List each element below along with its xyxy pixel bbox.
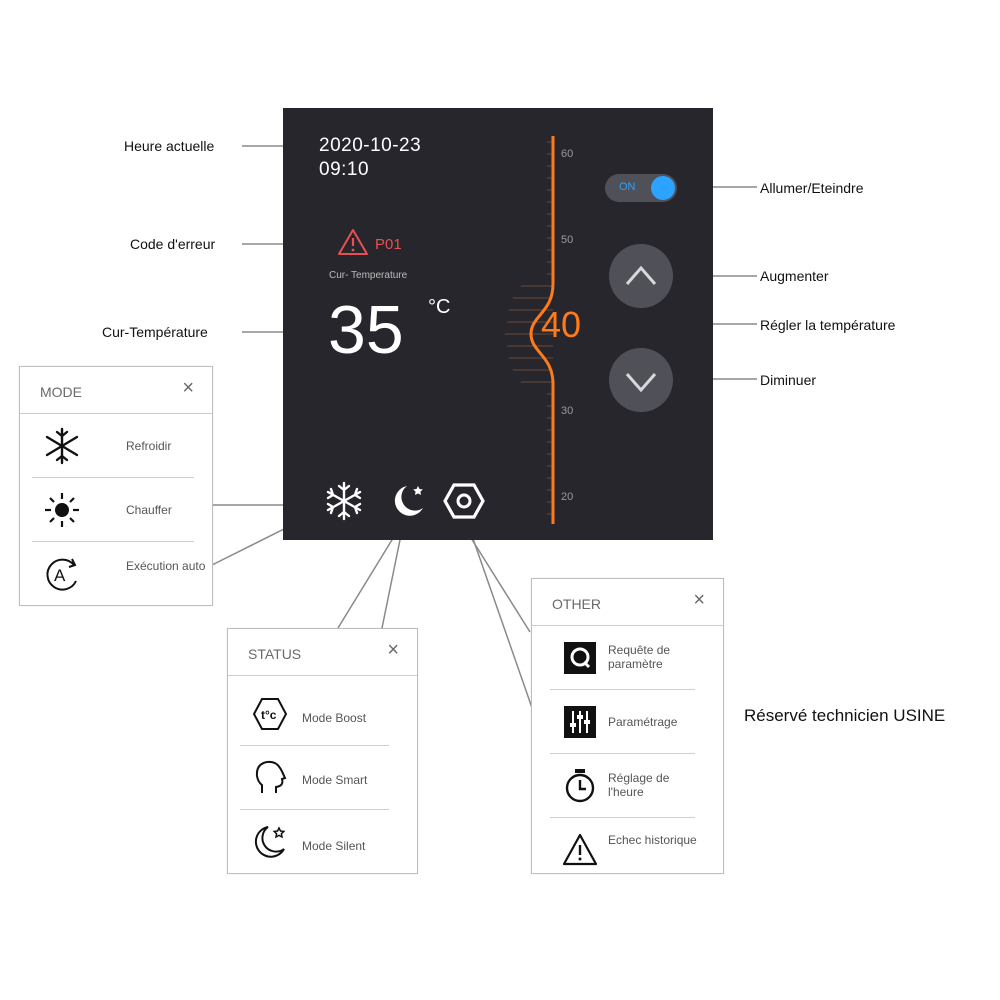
annotation-increase: Augmenter <box>760 268 829 284</box>
other-panel: OTHER × Requête de paramètre Paramétrage <box>531 578 724 874</box>
status-panel: STATUS × t°c Mode Boost Mode Smart Mode … <box>227 628 418 874</box>
cur-temp-label: Cur- Temperature <box>329 270 408 281</box>
temperature-unit: °C <box>428 296 451 318</box>
temperature-scale[interactable] <box>501 134 563 526</box>
decrease-button[interactable] <box>609 348 673 412</box>
annotation-decrease: Diminuer <box>760 372 817 388</box>
other-item-label: Paramétrage <box>608 715 678 729</box>
current-time: 09:10 <box>319 159 370 180</box>
set-temperature[interactable]: 40 <box>541 304 582 345</box>
status-panel-header: STATUS × <box>228 629 417 676</box>
error-code: P01 <box>375 236 402 253</box>
annotation-power: Allumer/Eteindre <box>760 180 864 196</box>
annotation-cur-temp: Cur-Température <box>102 324 208 340</box>
status-panel-title: STATUS <box>248 646 302 662</box>
increase-button[interactable] <box>609 244 673 308</box>
annotation-error-code: Code d'erreur <box>130 236 216 252</box>
scale-tick-60: 60 <box>561 148 574 160</box>
current-temperature: 35 <box>328 292 404 368</box>
mode-panel: MODE × Refroidir Chauffer A <box>19 366 213 606</box>
auto-icon: A <box>46 558 77 591</box>
power-toggle[interactable]: ON <box>605 174 677 202</box>
snowflake-icon[interactable] <box>323 480 365 522</box>
mode-item-chauffer[interactable]: Chauffer <box>32 477 194 542</box>
mode-item-label: Exécution auto <box>126 559 206 573</box>
status-item-silent[interactable]: Mode Silent <box>240 809 389 873</box>
other-panel-title: OTHER <box>552 596 601 612</box>
other-item-label: Echec historique <box>608 833 697 847</box>
boost-icon: t°c <box>252 698 288 730</box>
other-item-history[interactable]: Echec historique <box>550 817 697 881</box>
query-icon <box>564 642 596 674</box>
moon-star-icon <box>254 826 286 858</box>
current-date: 2020-10-23 <box>319 135 422 156</box>
other-item-query[interactable]: Requête de paramètre <box>550 625 695 690</box>
close-icon[interactable]: × <box>182 377 194 399</box>
status-item-label: Mode Silent <box>302 839 366 853</box>
scale-tick-20: 20 <box>561 491 574 503</box>
annotation-set-temp: Régler la température <box>760 317 896 333</box>
moon-star-icon[interactable] <box>387 480 429 522</box>
snowflake-icon <box>45 427 79 465</box>
toggle-label: ON <box>619 181 636 193</box>
close-icon[interactable]: × <box>693 589 705 611</box>
status-item-label: Mode Smart <box>302 773 368 787</box>
warning-icon <box>562 833 598 866</box>
mode-item-auto[interactable]: A Exécution auto <box>32 541 205 605</box>
other-item-label: Réglage de l'heure <box>608 771 670 799</box>
other-item-label: Requête de paramètre <box>608 643 671 671</box>
mode-item-refroidir[interactable]: Refroidir <box>32 413 194 478</box>
svg-text:A: A <box>54 566 66 585</box>
scale-tick-50: 50 <box>561 234 574 246</box>
head-icon <box>255 760 287 793</box>
other-item-settings[interactable]: Paramétrage <box>550 689 695 754</box>
status-item-smart[interactable]: Mode Smart <box>240 745 389 810</box>
thermostat-screen: 2020-10-23 09:10 P01 Cur- Temperature 35… <box>283 108 713 540</box>
chevron-up-icon <box>625 265 657 285</box>
warning-icon <box>338 229 368 255</box>
mode-item-label: Chauffer <box>126 503 172 517</box>
mode-panel-header: MODE × <box>20 367 212 414</box>
svg-text:t°c: t°c <box>261 708 277 722</box>
mode-item-label: Refroidir <box>126 439 172 453</box>
other-item-time[interactable]: Réglage de l'heure <box>550 753 695 818</box>
timer-icon <box>565 769 595 803</box>
current-datetime: 2020-10-23 09:10 <box>319 134 421 182</box>
close-icon[interactable]: × <box>387 639 399 661</box>
chevron-down-icon <box>625 373 657 393</box>
hexagon-settings-icon[interactable] <box>443 480 485 522</box>
technician-note: Réservé technicien USINE <box>744 706 946 725</box>
mode-panel-title: MODE <box>40 384 82 400</box>
status-item-boost[interactable]: t°c Mode Boost <box>240 681 389 746</box>
status-item-label: Mode Boost <box>302 711 367 725</box>
sliders-icon <box>564 706 596 738</box>
scale-tick-30: 30 <box>561 405 574 417</box>
other-panel-header: OTHER × <box>532 579 723 626</box>
annotation-current-time: Heure actuelle <box>124 138 215 154</box>
toggle-knob <box>651 176 675 200</box>
scale-curve <box>529 136 555 524</box>
sun-icon <box>45 493 79 527</box>
